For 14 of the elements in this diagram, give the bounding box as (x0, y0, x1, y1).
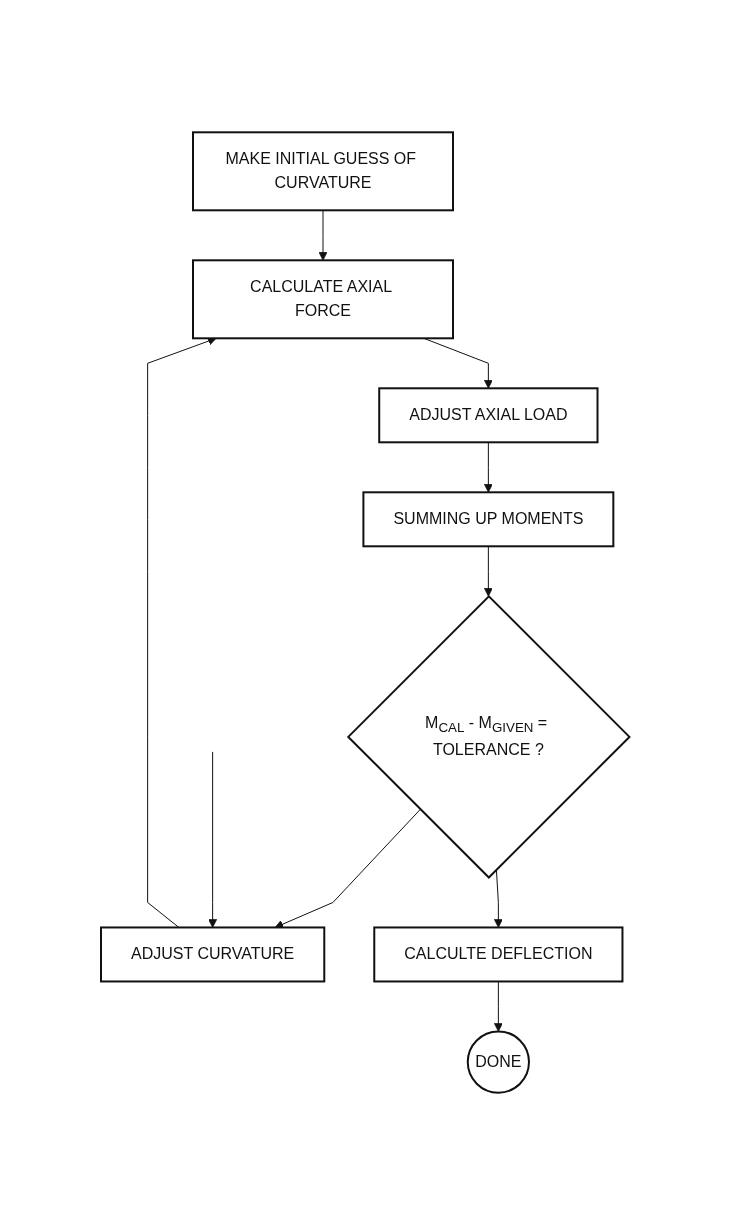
arrow (494, 980, 504, 1032)
node-diamond: M$_{CAL}$ - M$_{GIVEN}$ = TOLERANCE ? (347, 594, 632, 879)
node-box: CALCULATE AXIAL FORCE (192, 259, 455, 340)
node-box: CALCULTE DEFLECTION (373, 926, 624, 983)
node-circle: DONE (467, 1030, 531, 1094)
arrow (318, 209, 328, 261)
arrow (274, 808, 422, 929)
arrow (484, 441, 494, 493)
node-box: SUMMING UP MOMENTS (362, 491, 615, 548)
node-box: MAKE INITIAL GUESS OF CURVATURE (192, 131, 455, 212)
arrow (208, 751, 218, 928)
node-box: ADJUST AXIAL LOAD (378, 387, 599, 444)
node-box: ADJUST CURVATURE (100, 926, 326, 983)
arrow (484, 545, 494, 597)
